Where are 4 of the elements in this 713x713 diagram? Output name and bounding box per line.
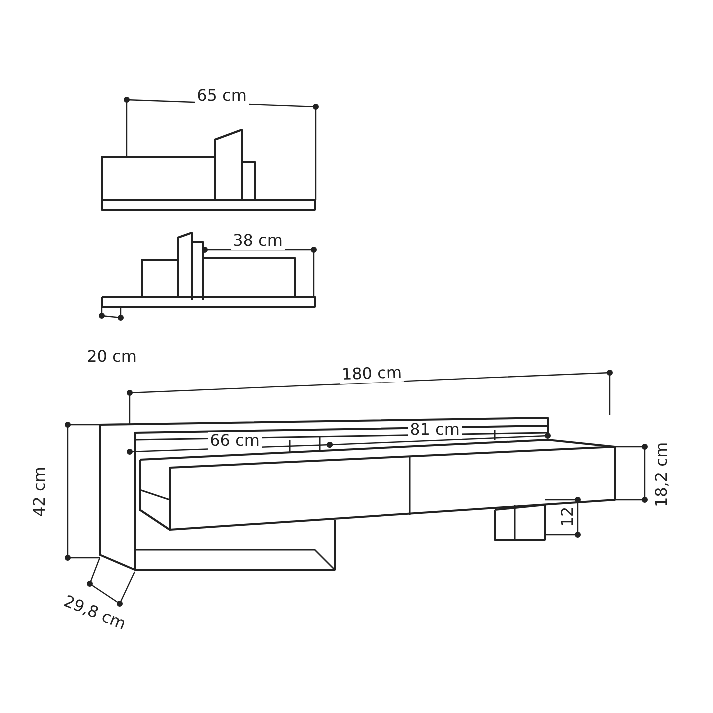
dimension-label: 38 cm <box>231 232 285 250</box>
dimension-label: 66 cm <box>208 432 262 450</box>
dimension-label: 65 cm <box>195 87 249 105</box>
dimension-label: 81 cm <box>408 421 462 439</box>
